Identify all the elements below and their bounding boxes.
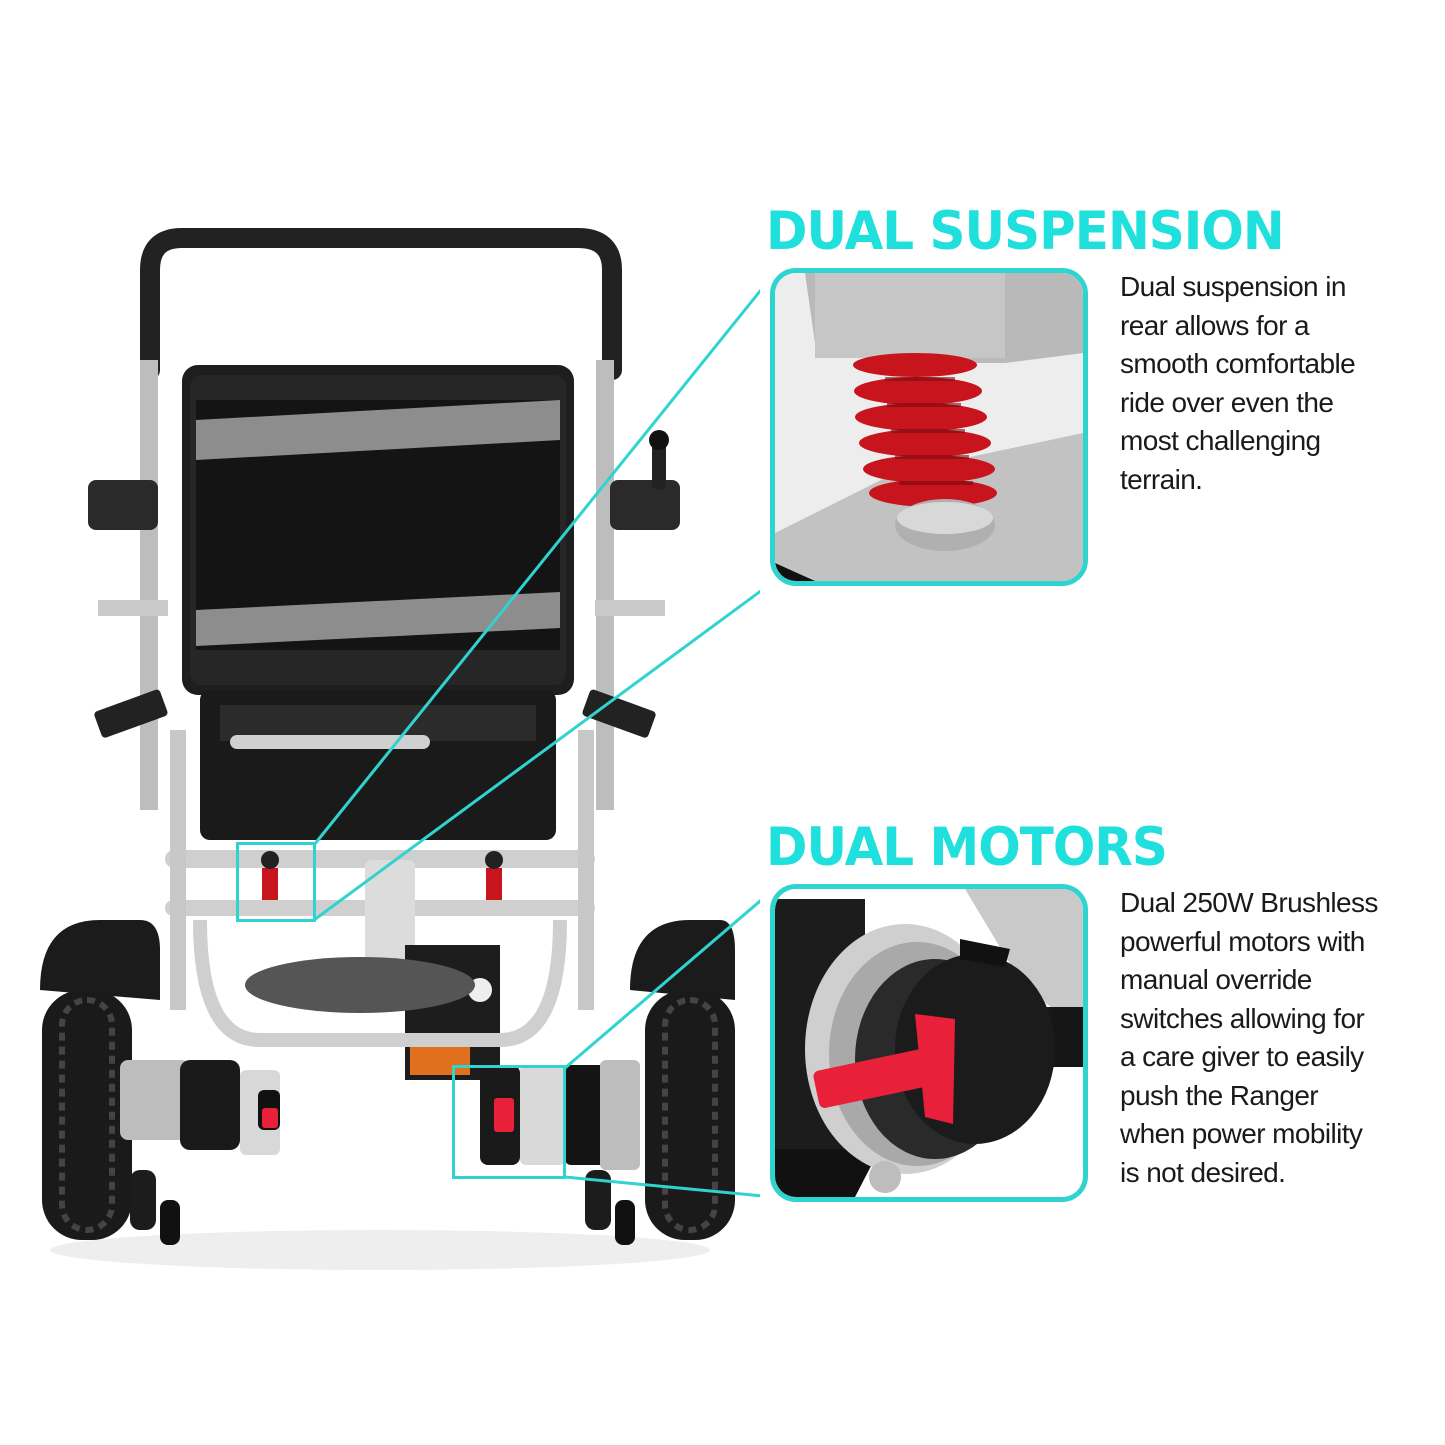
dual-suspension-title: DUAL SUSPENSION: [766, 200, 1285, 262]
wheelchair-illustration: [40, 228, 760, 1270]
description-line: a care giver to easily: [1120, 1041, 1364, 1072]
description-line: Dual 250W Brushless: [1120, 887, 1378, 918]
description-line: Dual suspension in: [1120, 271, 1346, 302]
motor-callout-box: [452, 1065, 566, 1179]
motor-inset-image: [770, 884, 1088, 1202]
suspension-inset-image: [770, 268, 1088, 586]
coil-spring-graphic: [775, 273, 1083, 581]
description-line: rear allows for a: [1120, 309, 1310, 341]
description-line: powerful motors with: [1120, 925, 1365, 957]
description-line: manual override: [1120, 964, 1312, 995]
description-line: terrain.: [1120, 463, 1203, 495]
override-lever-graphic: [775, 889, 1083, 1197]
dual-motors-description: Dual 250W Brushless powerful motors with…: [1120, 884, 1440, 1192]
description-line: ride over even the: [1120, 386, 1334, 418]
dual-motors-title: DUAL MOTORS: [766, 816, 1168, 878]
description-line: smooth comfortable: [1120, 348, 1356, 379]
dual-suspension-description: Dual suspension in rear allows for a smo…: [1120, 268, 1430, 499]
suspension-callout-box: [236, 842, 316, 922]
description-line: most challenging: [1120, 425, 1321, 456]
description-line: when power mobility: [1120, 1118, 1363, 1149]
description-line: is not desired.: [1120, 1156, 1286, 1188]
wheelchair-graphic: [40, 228, 760, 1270]
description-line: switches allowing for: [1120, 1002, 1365, 1034]
description-line: push the Ranger: [1120, 1079, 1319, 1111]
